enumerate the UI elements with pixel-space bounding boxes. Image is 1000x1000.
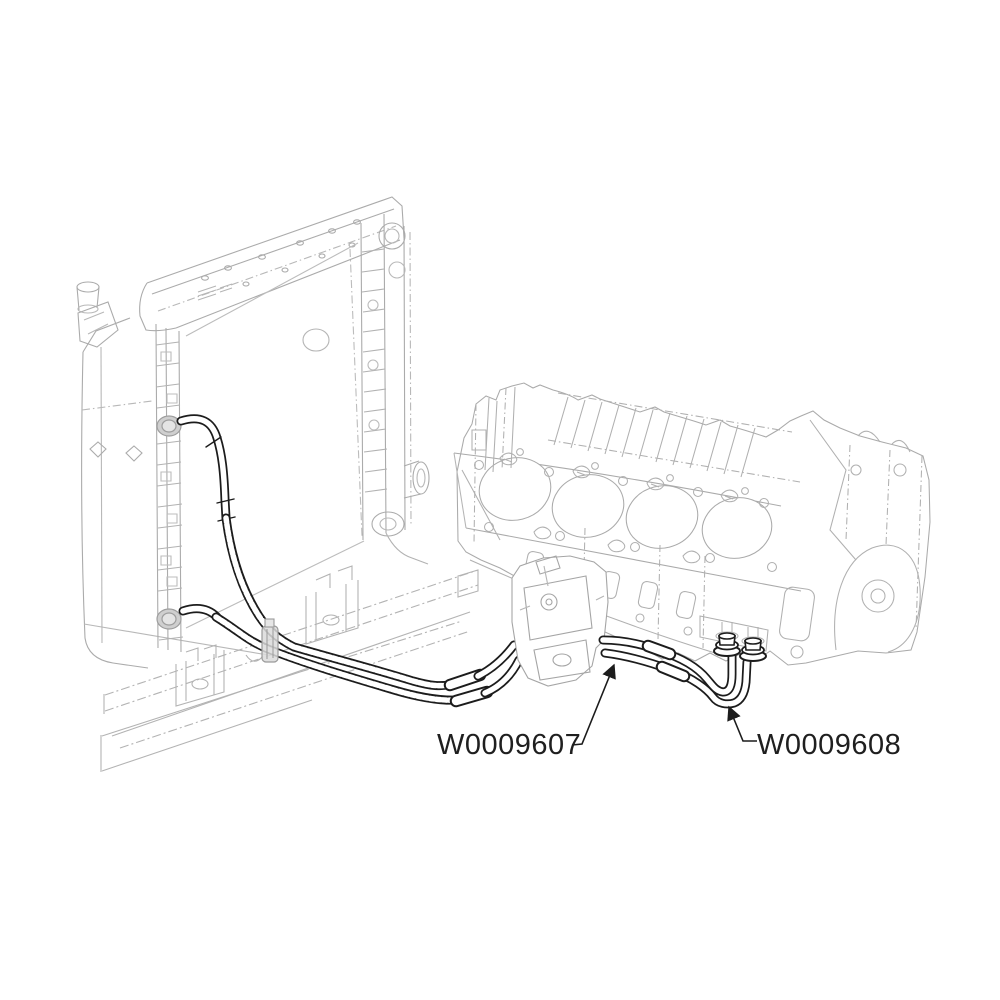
engine-mount-bracket-illustration: [511, 555, 609, 687]
oil-cooler-hose-front: [176, 414, 519, 692]
part-number-label-w0009607: W0009607: [437, 729, 581, 761]
callout-w0009607: W0009607: [437, 663, 616, 761]
frame-crossmember-illustration: [100, 565, 479, 772]
oil-cooler-hose-front-right: [598, 635, 737, 697]
leader-line-w0009607: [571, 663, 616, 746]
hose-engine-fittings: [713, 632, 767, 662]
hose-clamp: [261, 618, 279, 663]
leader-line-w0009608: [727, 705, 757, 742]
part-number-label-w0009608: W0009608: [757, 729, 901, 761]
radiator-illustration: [76, 196, 430, 669]
callout-w0009608: W0009608: [727, 705, 901, 761]
oil-cooler-hose-rear-right: [600, 648, 752, 709]
oil-cooler-hose-rear: [178, 604, 524, 708]
radiator-outlet-fittings: [156, 415, 182, 630]
